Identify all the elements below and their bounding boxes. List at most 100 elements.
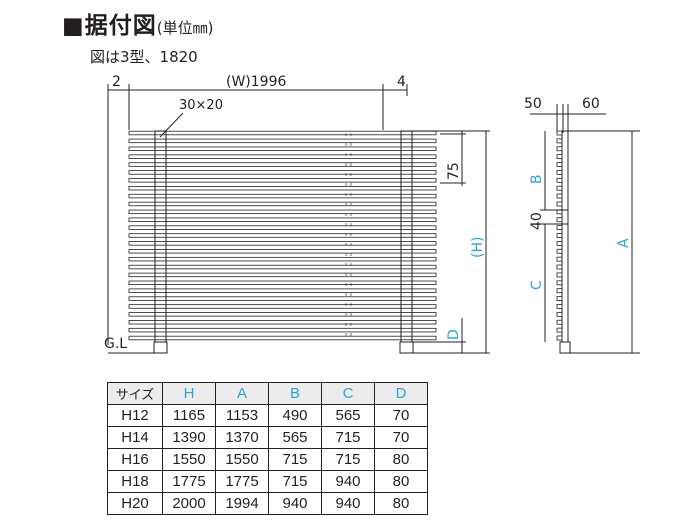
table-cell: 715 — [268, 470, 322, 493]
side-slat — [556, 288, 563, 294]
slat — [128, 233, 437, 238]
table-cell: 1550 — [162, 448, 216, 471]
table-cell: H18 — [107, 470, 163, 493]
side-post — [561, 130, 569, 345]
table-cell: 2000 — [162, 492, 216, 515]
side-slat — [556, 233, 563, 238]
slat — [128, 146, 437, 151]
side-slat — [556, 240, 563, 246]
slat-group — [128, 130, 437, 341]
side-slat — [556, 304, 563, 309]
table-cell: 565 — [268, 426, 322, 449]
table-cell: 1165 — [162, 404, 216, 427]
slat — [128, 304, 437, 309]
table-header-size: サイズ — [107, 382, 163, 405]
side-slat — [556, 170, 563, 175]
table-row: H14 1390 1370 565 715 70 — [107, 426, 428, 449]
slat — [128, 162, 437, 167]
dim-depth-2: 60 — [582, 96, 600, 112]
side-slat — [556, 201, 563, 207]
table-header-a: A — [215, 382, 269, 405]
page-title: ■据付図(単位㎜) — [62, 6, 213, 40]
slat — [128, 264, 437, 270]
slat — [128, 288, 437, 293]
table-cell: 1775 — [215, 470, 269, 493]
table-cell: 490 — [268, 404, 322, 427]
side-slat — [556, 256, 563, 262]
dim-height: (H) — [470, 237, 486, 258]
side-slat — [556, 311, 563, 317]
slat — [128, 249, 437, 254]
side-slat — [556, 248, 563, 254]
slat — [128, 209, 437, 215]
dim-d: D — [446, 329, 462, 340]
slat — [128, 178, 437, 183]
installation-drawing: 2 (W)1996 4 30×20 75 (H) D G.L 50 60 B 4… — [104, 74, 640, 354]
table-cell: 70 — [374, 404, 428, 427]
right-foot — [399, 341, 414, 354]
side-slat — [556, 130, 563, 136]
slat — [128, 170, 437, 175]
side-slat — [556, 193, 563, 199]
dim-depth-1: 50 — [524, 96, 542, 112]
table-cell: 715 — [321, 426, 375, 449]
table-header-b: B — [268, 382, 322, 405]
table-cell: 1390 — [162, 426, 216, 449]
table-row: H16 1550 1550 715 715 80 — [107, 448, 428, 471]
table-cell: 80 — [374, 448, 428, 471]
slat — [128, 296, 437, 301]
size-table: サイズ H A B C D H12 1165 1153 490 565 70 H… — [107, 382, 428, 515]
slat — [128, 327, 437, 333]
slat — [128, 154, 437, 159]
side-slat — [556, 319, 563, 325]
slat — [128, 138, 437, 144]
side-slat — [556, 185, 563, 191]
dim-right-end: 4 — [397, 74, 406, 90]
side-foot — [559, 341, 571, 354]
table-cell: 715 — [268, 448, 322, 471]
table-cell: 715 — [321, 448, 375, 471]
table-cell: 1994 — [215, 492, 269, 515]
side-slat — [556, 146, 563, 152]
side-slat-ticks — [556, 130, 563, 341]
slat — [128, 217, 437, 222]
table-cell: 80 — [374, 492, 428, 515]
height-dimension — [412, 130, 490, 354]
dim-c: C — [529, 280, 545, 290]
side-slat — [556, 138, 563, 144]
slat — [128, 312, 437, 317]
table-cell: 1153 — [215, 404, 269, 427]
slat — [128, 335, 437, 341]
side-slat — [556, 272, 563, 278]
slat — [128, 241, 437, 246]
side-slat — [556, 217, 563, 223]
dim-b: B — [529, 174, 545, 184]
table-row: H20 2000 1994 940 940 80 — [107, 492, 428, 515]
side-slat — [556, 225, 563, 231]
fence-side-view — [530, 104, 640, 354]
fence-front-view — [128, 130, 437, 354]
side-slat — [556, 335, 563, 341]
table-cell: 940 — [321, 492, 375, 515]
ground-label: G.L — [104, 336, 127, 352]
rail-size-leader — [159, 112, 184, 138]
slat — [128, 130, 437, 136]
dim-left-end: 2 — [112, 74, 121, 90]
table-cell: 565 — [321, 404, 375, 427]
slat — [128, 320, 437, 325]
table-cell: H14 — [107, 426, 163, 449]
table-header-row: サイズ H A B C D — [107, 382, 428, 405]
table-cell: 70 — [374, 426, 428, 449]
slat — [128, 201, 437, 207]
title-unit: (単位㎜) — [156, 19, 214, 37]
table-header-c: C — [321, 382, 375, 405]
table-cell: H12 — [107, 404, 163, 427]
table-cell: H20 — [107, 492, 163, 515]
dim-pitch: 75 — [446, 162, 462, 180]
table-header-d: D — [374, 382, 428, 405]
dim-a: A — [616, 238, 632, 248]
dim-width: (W)1996 — [226, 74, 286, 90]
side-slat — [556, 280, 563, 286]
table-row: H18 1775 1775 715 940 80 — [107, 470, 428, 493]
width-dimension — [107, 84, 408, 345]
